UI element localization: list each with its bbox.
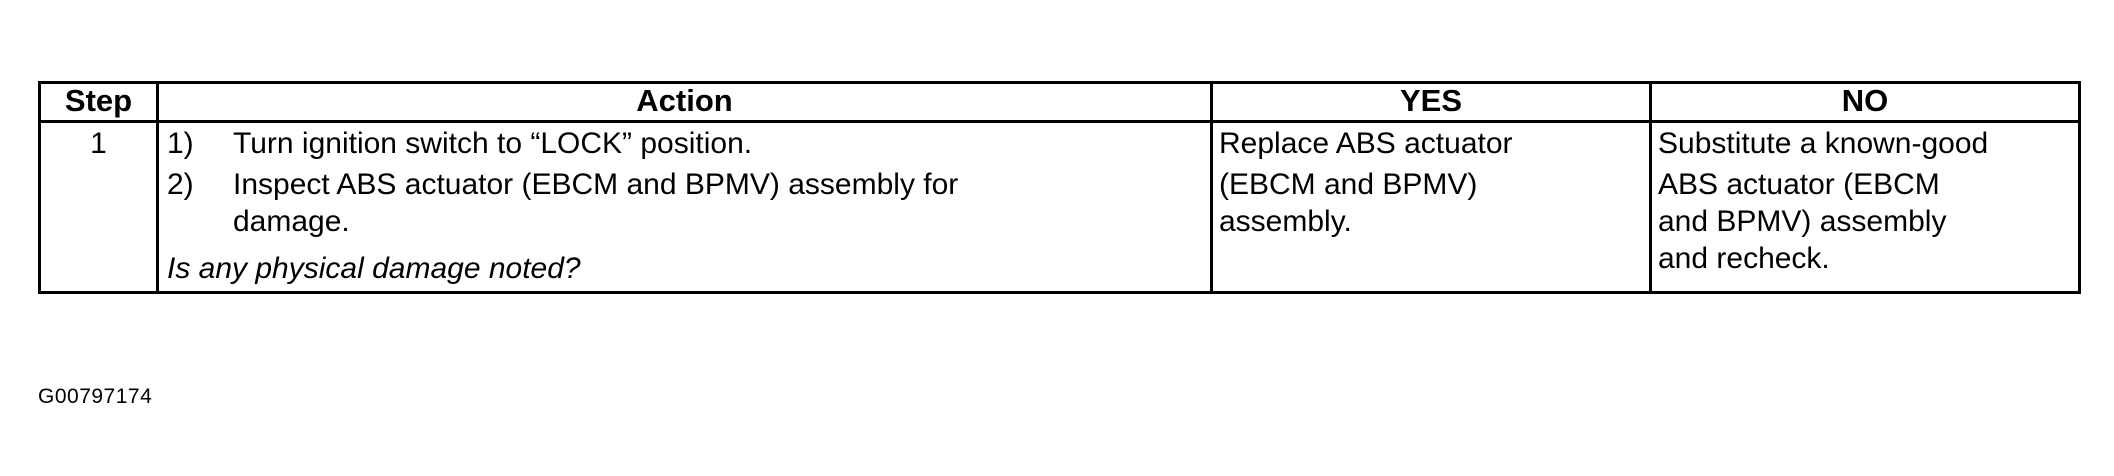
no-result-line: Substitute a known-good xyxy=(1658,127,1989,160)
no-result-cell: Substitute a known-good ABS actuator (EB… xyxy=(1649,120,2081,294)
yes-result-cell: Replace ABS actuator (EBCM and BPMV) ass… xyxy=(1210,120,1652,294)
no-result-line: and BPMV) assembly xyxy=(1658,205,1947,238)
inspection-question: Is any physical damage noted? xyxy=(167,252,581,285)
action-item: 1) Turn ignition switch to “LOCK” positi… xyxy=(167,125,1210,162)
action-item: 2) Inspect ABS actuator (EBCM and BPMV) … xyxy=(167,166,1210,240)
action-item-line: damage. xyxy=(233,205,350,238)
header-no: NO xyxy=(1649,81,2081,123)
no-result-line: and recheck. xyxy=(1658,242,1830,275)
header-row: Step Action YES NO xyxy=(38,81,2081,123)
action-item-text: Inspect ABS actuator (EBCM and BPMV) ass… xyxy=(233,166,1210,240)
diagnostic-table: Step Action YES NO 1 1) Turn ignition sw… xyxy=(38,81,2081,294)
header-yes: YES xyxy=(1210,81,1652,123)
step-number: 1 xyxy=(38,120,159,294)
header-step: Step xyxy=(38,81,159,123)
action-item-number: 2) xyxy=(167,168,194,201)
yes-result-line: (EBCM and BPMV) xyxy=(1219,168,1478,201)
action-cell: 1) Turn ignition switch to “LOCK” positi… xyxy=(156,120,1213,294)
yes-result-line: assembly. xyxy=(1219,205,1352,238)
no-result-line: ABS actuator (EBCM xyxy=(1658,168,1940,201)
action-item-line: Inspect ABS actuator (EBCM and BPMV) ass… xyxy=(233,168,959,201)
yes-result-line: Replace ABS actuator xyxy=(1219,127,1513,160)
header-action: Action xyxy=(156,81,1213,123)
action-item-line: Turn ignition switch to “LOCK” position. xyxy=(233,127,753,160)
figure-id: G00797174 xyxy=(38,385,153,408)
action-item-text: Turn ignition switch to “LOCK” position. xyxy=(233,125,1210,162)
table-row: 1 1) Turn ignition switch to “LOCK” posi… xyxy=(38,120,2081,294)
action-item-number: 1) xyxy=(167,127,194,160)
